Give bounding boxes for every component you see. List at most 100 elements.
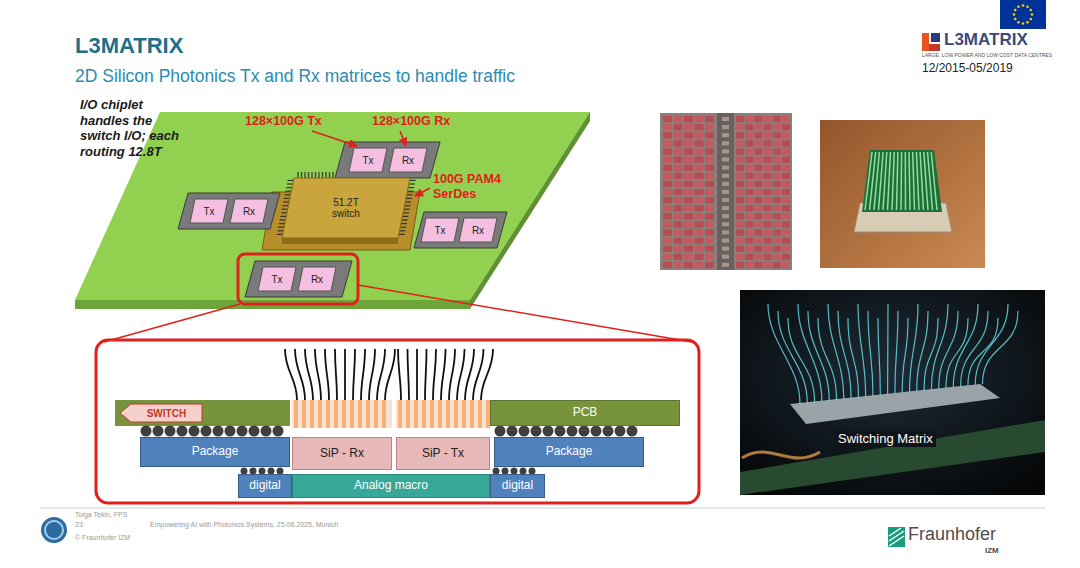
text-group: SiP - Tx (422, 447, 464, 460)
rx-array: Rx (389, 148, 427, 172)
node-label: Rx (472, 225, 484, 236)
sip-rx-block: SiP - Rx (292, 437, 392, 470)
text-group: Rx (402, 155, 414, 166)
switch-asic: 51.2T switch (282, 178, 410, 238)
solder-balls (141, 426, 638, 475)
text-group: Tx (434, 225, 445, 236)
callout-label: 100G PAM4 SerDes (433, 172, 511, 202)
text-group: Package (192, 445, 239, 458)
node-label: SiP - Tx (422, 447, 464, 460)
text-group: 51.2T switch (322, 197, 370, 219)
text-group: Rx (472, 225, 484, 236)
node-label: Package (192, 445, 239, 458)
analog-block: Analog macro (292, 474, 490, 498)
sip-tx-block: SiP - Tx (396, 437, 490, 470)
eu-flag (1000, 0, 1046, 29)
footer-event: Empowering AI with Photonics Systems, 25… (150, 521, 338, 529)
rx-array: Rx (230, 199, 268, 223)
fiber-bundle (285, 349, 493, 400)
slide-subtitle: 2D Silicon Photonics Tx and Rx matrices … (75, 66, 515, 87)
text-group: Rx (243, 206, 255, 217)
node-label: Package (546, 445, 593, 458)
eu-star (1022, 4, 1025, 7)
text-group: digital (502, 479, 533, 492)
node-label: Analog macro (354, 479, 428, 492)
pcb-layer (115, 400, 290, 426)
eu-star (1014, 18, 1017, 21)
zoom-leader (358, 285, 692, 342)
footer-logo (41, 517, 67, 543)
callout-arrow (400, 131, 406, 146)
tx-array: Tx (349, 148, 387, 172)
digital-block: digital (490, 474, 545, 498)
node-label: Rx (311, 274, 323, 285)
eu-star (1014, 9, 1017, 12)
copyright: © Fraunhofer IZM (75, 534, 130, 542)
tx-array: Tx (258, 267, 296, 291)
node-label: digital (249, 479, 280, 492)
fiber-ferrule (292, 400, 490, 428)
rx-array: Rx (298, 267, 336, 291)
text-group: Tx (362, 155, 373, 166)
eu-star (1026, 5, 1029, 8)
text-group: Package (546, 445, 593, 458)
photo-caption: Switching Matrix (835, 431, 936, 447)
rx-array: Rx (459, 218, 497, 242)
node-label: 51.2T switch (322, 197, 370, 219)
package-block: Package (140, 437, 290, 467)
eu-star (1029, 9, 1032, 12)
switching-matrix-photo (740, 290, 1045, 495)
tx-array: Tx (421, 218, 459, 242)
node-label: Tx (271, 274, 282, 285)
node-label: Tx (434, 225, 445, 236)
highlight-frame (238, 254, 358, 304)
zoom-frame (96, 340, 699, 503)
eu-star (1029, 18, 1032, 21)
callout-arrow (415, 188, 430, 196)
switch-edge (282, 238, 398, 244)
tx-array: Tx (190, 199, 228, 223)
node-label: digital (502, 479, 533, 492)
text-group: SWITCH (147, 408, 186, 419)
direction-arrow: SWITCH (120, 404, 202, 422)
text-group: Tx (203, 206, 214, 217)
pcb-layer: PCB (490, 400, 680, 426)
footer-rule (40, 508, 1045, 509)
eu-stars (1013, 4, 1034, 25)
fraunhofer-logo-icon (888, 527, 905, 547)
node-label: SiP - Rx (320, 447, 364, 460)
footer-author: Tolga Tekin, FPS (75, 511, 127, 519)
callout-arrow (312, 131, 357, 146)
node-label: Tx (362, 155, 373, 166)
node-label: Rx (402, 155, 414, 166)
annotation: I/O chiplet handles the switch I/O; each… (80, 97, 192, 159)
project-period: 12/2015-05/2019 (922, 61, 1013, 75)
slide-title: L3MATRIX (75, 33, 183, 59)
text-group: PCB (573, 406, 598, 419)
node-label: SWITCH (147, 408, 186, 419)
logo-text: L3MATRIX (944, 30, 1028, 50)
text-group: digital (249, 479, 280, 492)
eu-star (1017, 21, 1020, 24)
text-group: SiP - Rx (320, 447, 364, 460)
logo-text: Fraunhofer (908, 524, 996, 546)
node-label: Tx (203, 206, 214, 217)
logo-tagline: LARGE, LOW POWER AND LOW COST DATA CENTR… (922, 52, 1052, 58)
text-group: Rx (311, 274, 323, 285)
node-label: PCB (573, 406, 598, 419)
node-label: Rx (243, 206, 255, 217)
callout-label: 128×100G Tx (245, 114, 322, 129)
page-number: 23 (75, 521, 83, 529)
chip-photo (660, 113, 792, 270)
io-chiplets (178, 142, 507, 297)
package-block: Package (494, 437, 644, 467)
eu-star (1031, 13, 1034, 16)
zoom-leader (104, 304, 240, 342)
callout-label: 128×100G Rx (372, 114, 450, 129)
eu-star (1017, 5, 1020, 8)
eu-star (1022, 22, 1025, 25)
digital-block: digital (238, 474, 292, 498)
logo-text: IZM (985, 546, 999, 556)
module-photo (820, 120, 985, 268)
